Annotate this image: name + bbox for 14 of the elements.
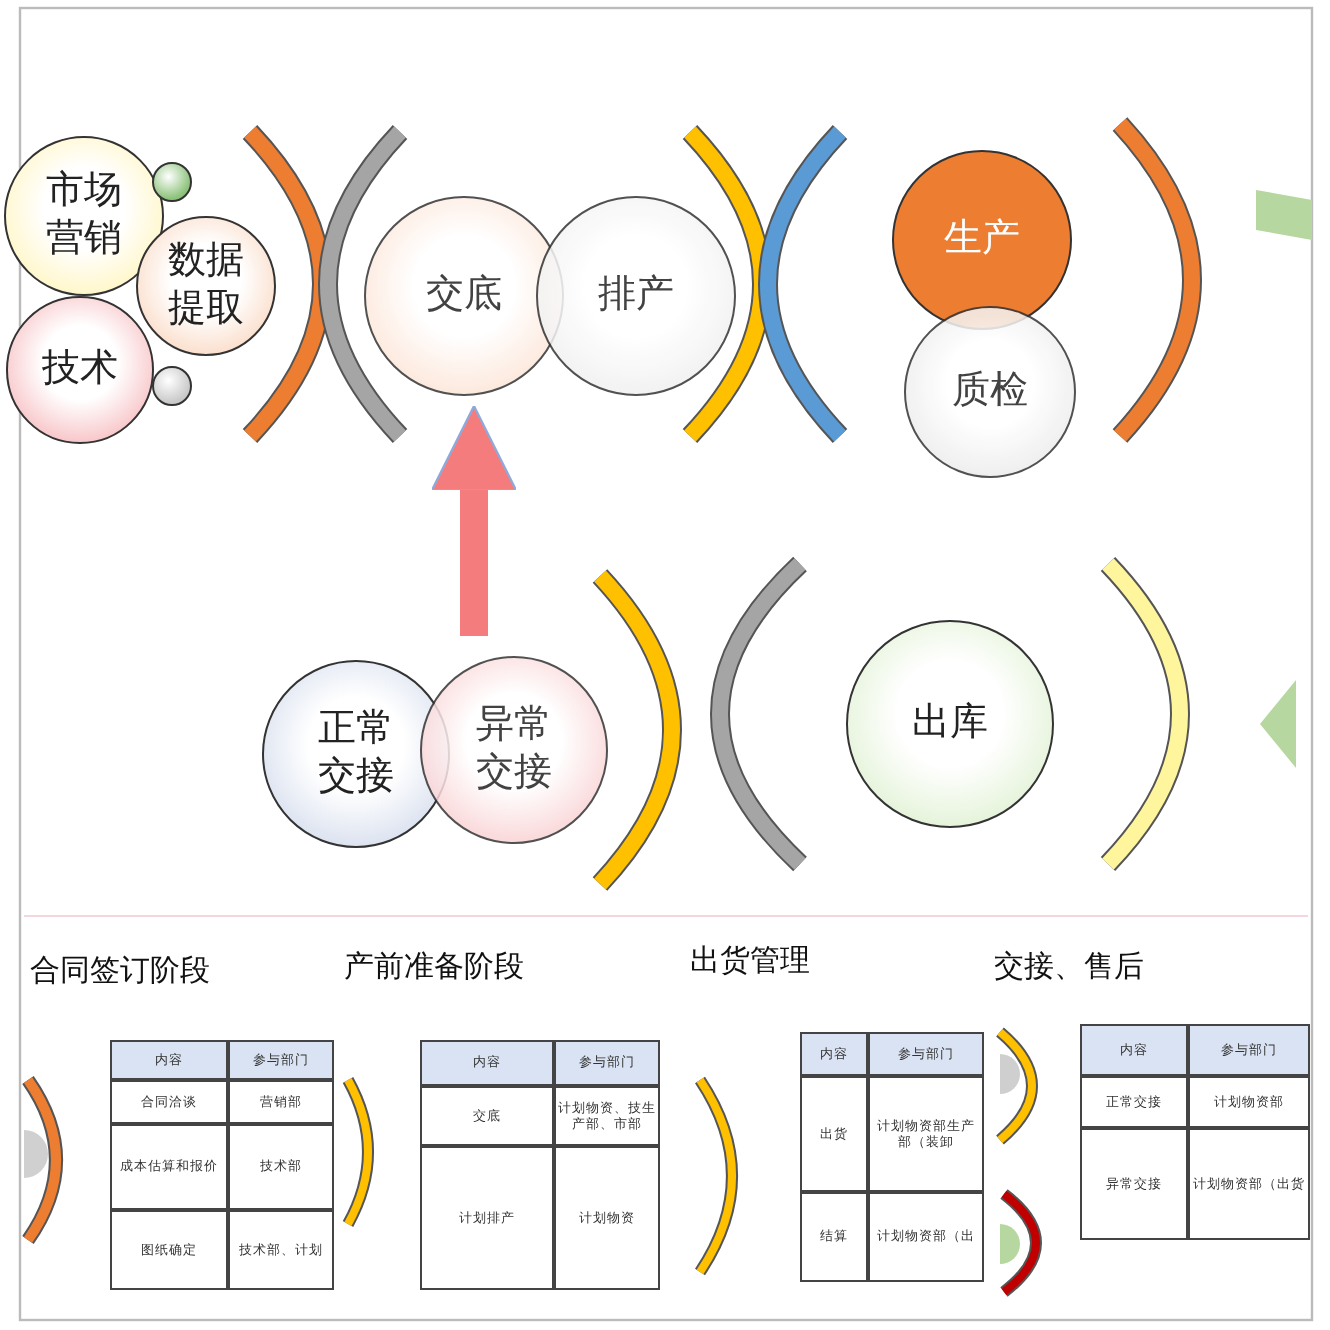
section-title: 产前准备阶段	[344, 948, 524, 986]
circle-node: 排产	[536, 196, 736, 396]
section-title: 出货管理	[690, 942, 810, 980]
circle-node: 技术	[6, 296, 154, 444]
circle-node: 市场营销	[4, 136, 164, 296]
circle-node: 质检	[904, 306, 1076, 478]
circle-node: 出库	[846, 620, 1054, 828]
circle-node: 异常交接	[420, 656, 608, 844]
section-title: 交接、售后	[994, 948, 1144, 986]
circle-node: 数据提取	[136, 216, 276, 356]
small-circle	[152, 162, 192, 202]
small-circle	[152, 366, 192, 406]
arrow	[430, 404, 518, 636]
section-title: 合同签订阶段	[30, 952, 210, 990]
